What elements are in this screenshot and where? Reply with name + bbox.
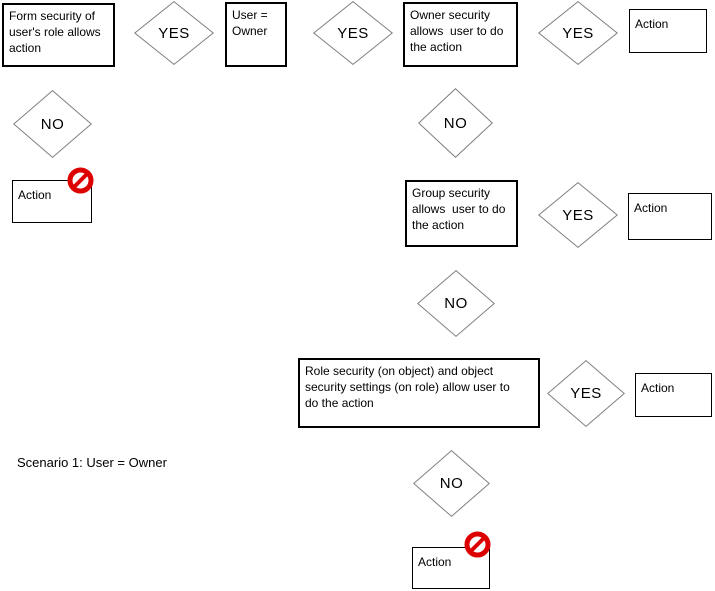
diamond-shape <box>418 88 493 158</box>
action-label: Action <box>18 188 52 202</box>
diamond-shape <box>417 270 495 337</box>
decision-label: NO <box>443 114 468 132</box>
decision-yes-owner-security: YES <box>538 1 618 65</box>
action-label: Action <box>635 17 669 31</box>
diamond-shape <box>413 450 490 517</box>
decision-yes-role-security: YES <box>547 360 625 427</box>
decision-label: NO <box>444 295 468 312</box>
process-group-security-label: Group security allows user to do the act… <box>412 186 506 232</box>
diamond-shape <box>313 1 393 65</box>
decision-label: YES <box>570 385 602 402</box>
decision-label: YES <box>158 24 190 42</box>
action-label: Action <box>418 555 452 569</box>
process-form-security-label: Form security of user's role allows acti… <box>9 9 101 55</box>
decision-label: YES <box>562 24 594 42</box>
process-group-security: Group security allows user to do the act… <box>405 180 518 247</box>
action-allowed-group: Action <box>628 193 712 240</box>
decision-label: YES <box>562 206 594 224</box>
action-label: Action <box>641 381 675 395</box>
decision-label: NO <box>40 115 65 133</box>
decision-yes-form-security: YES <box>134 1 214 65</box>
process-owner-security: Owner security allows user to do the act… <box>403 2 518 67</box>
process-owner-security-label: Owner security allows user to do the act… <box>410 8 504 54</box>
process-role-security-label: Role security (on object) and object sec… <box>305 364 510 410</box>
prohibit-icon <box>464 531 491 558</box>
diamond-shape <box>547 360 625 427</box>
action-label: Action <box>634 201 668 215</box>
decision-label: NO <box>439 475 464 492</box>
decision-label: YES <box>337 24 369 42</box>
prohibit-icon <box>67 167 94 194</box>
diamond-shape <box>13 90 92 158</box>
action-allowed-owner: Action <box>629 9 707 53</box>
scenario-caption: Scenario 1: User = Owner <box>17 455 167 470</box>
diamond-shape <box>134 1 214 65</box>
process-user-equals-owner: User = Owner <box>225 2 287 67</box>
process-user-equals-owner-label: User = Owner <box>232 8 268 38</box>
decision-no-role-security: NO <box>413 450 490 517</box>
process-form-security: Form security of user's role allows acti… <box>2 3 115 67</box>
diamond-shape <box>538 1 618 65</box>
decision-no-group-security: NO <box>417 270 495 337</box>
decision-yes-group-security: YES <box>538 182 618 248</box>
diamond-shape <box>538 182 618 248</box>
process-role-security: Role security (on object) and object sec… <box>298 358 540 428</box>
action-allowed-role: Action <box>635 373 712 417</box>
decision-no-form-security: NO <box>13 90 92 158</box>
decision-no-owner-security: NO <box>418 88 493 158</box>
decision-yes-user-owner: YES <box>313 1 393 65</box>
